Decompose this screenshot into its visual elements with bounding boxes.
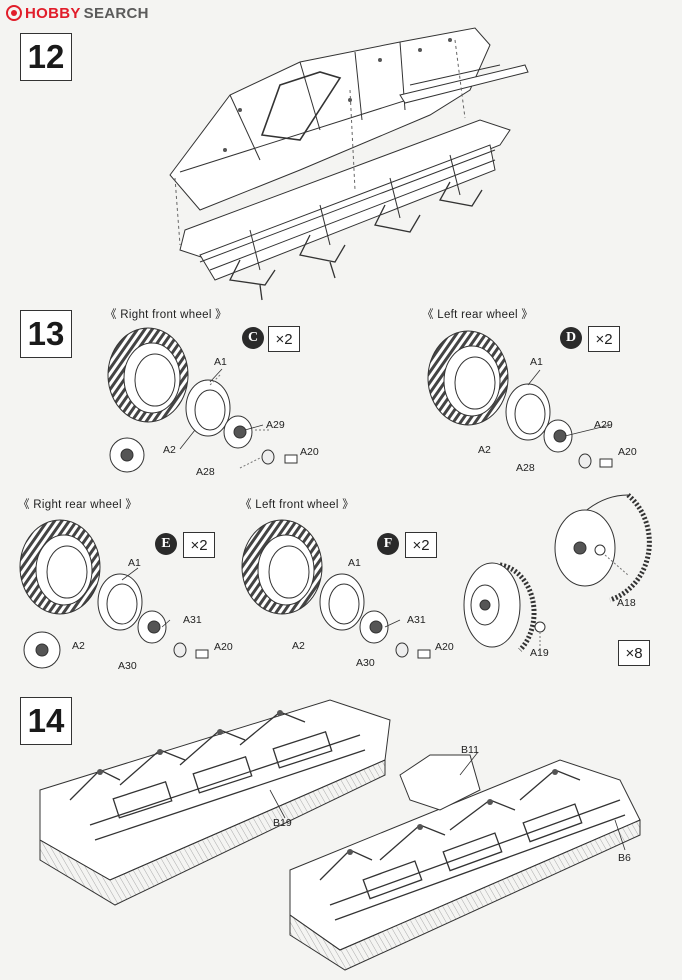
callout-rf-a2: A2 <box>163 444 176 456</box>
step-13-number: 13 <box>20 310 72 358</box>
callout-rf-a29: A29 <box>266 419 285 431</box>
callout-lr-a29: A29 <box>594 419 613 431</box>
callout-lr-a2: A2 <box>478 444 491 456</box>
hub-bolt-qty: ×8 <box>618 640 650 666</box>
caption-left-rear-wheel: 《 Left rear wheel 》 <box>422 309 534 321</box>
step-14-chassis-right <box>289 754 641 971</box>
logo-icon <box>6 5 22 21</box>
hobbysearch-watermark: HOBBY SEARCH <box>6 3 149 23</box>
callout-rr-a1: A1 <box>128 557 141 569</box>
caption-right-front-wheel: 《 Right front wheel 》 <box>105 309 227 321</box>
wheel-e-letter: E <box>155 533 177 555</box>
wheel-f-qty: ×2 <box>405 532 437 558</box>
callout-a19: A19 <box>530 647 549 659</box>
watermark-hobby: HOBBY <box>25 4 81 22</box>
wheel-d-letter: D <box>560 327 582 349</box>
wheel-f-letter: F <box>377 533 399 555</box>
hub-bolt-detail <box>463 493 652 652</box>
wheel-c-letter: C <box>242 327 264 349</box>
callout-rf-a28: A28 <box>196 466 215 478</box>
callout-b6: B6 <box>618 852 631 864</box>
callout-rr-a20: A20 <box>214 641 233 653</box>
wheel-f-assembly <box>241 519 431 659</box>
callout-lr-a1: A1 <box>530 356 543 368</box>
callout-lr-a20: A20 <box>618 446 637 458</box>
caption-right-rear-wheel: 《 Right rear wheel 》 <box>18 499 138 511</box>
callout-lf-a2: A2 <box>292 640 305 652</box>
callout-b19: B19 <box>273 817 292 829</box>
callout-a18: A18 <box>617 597 636 609</box>
caption-left-front-wheel: 《 Left front wheel 》 <box>240 499 355 511</box>
callout-rf-a20: A20 <box>300 446 319 458</box>
watermark-search: SEARCH <box>83 4 149 22</box>
step-12-number: 12 <box>20 33 72 81</box>
wheel-c-assembly <box>107 327 298 473</box>
step-12-hull-assembly <box>169 27 529 301</box>
wheel-e-qty: ×2 <box>183 532 215 558</box>
callout-lr-a28: A28 <box>516 462 535 474</box>
callout-lf-a1: A1 <box>348 557 361 569</box>
step-14-chassis-left <box>39 699 391 906</box>
callout-rf-a1: A1 <box>214 356 227 368</box>
wheel-d-qty: ×2 <box>588 326 620 352</box>
callout-rr-a30: A30 <box>118 660 137 672</box>
callout-lf-a31: A31 <box>407 614 426 626</box>
callout-rr-a31: A31 <box>183 614 202 626</box>
callout-lf-a30: A30 <box>356 657 375 669</box>
callout-b11: B11 <box>461 744 479 756</box>
wheel-d-assembly <box>427 330 613 469</box>
callout-lf-a20: A20 <box>435 641 454 653</box>
callout-rr-a2: A2 <box>72 640 85 652</box>
step-14-number: 14 <box>20 697 72 745</box>
wheel-e-assembly <box>19 519 209 669</box>
wheel-c-qty: ×2 <box>268 326 300 352</box>
